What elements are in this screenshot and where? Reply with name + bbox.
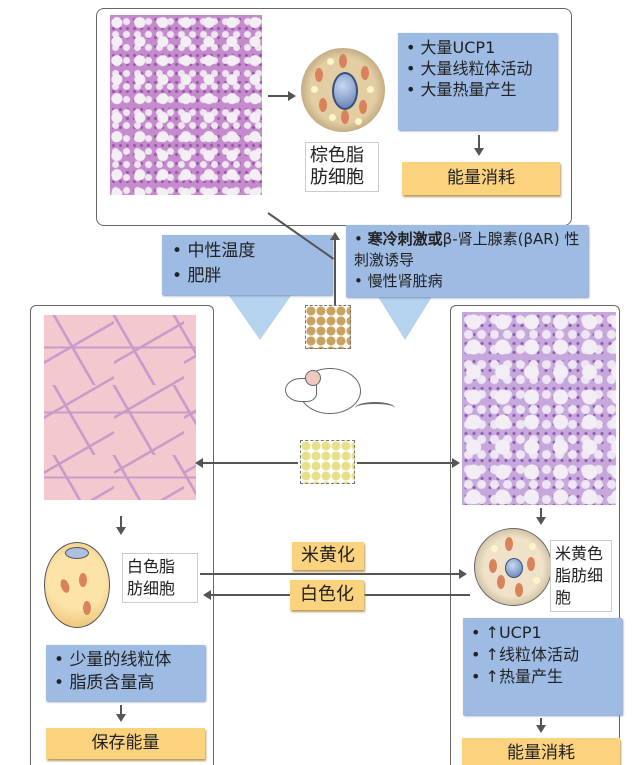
- label-line: 脂肪细: [555, 566, 604, 585]
- arrow-up-to-brown: [329, 232, 340, 305]
- right-pointer: [375, 292, 435, 340]
- brown-features-box: 大量UCP1 大量线粒体活动 大量热量产生: [398, 33, 557, 130]
- white-features-box: 少量的线粒体 脂质含量高: [46, 645, 205, 701]
- label-line: 肪细胞: [310, 167, 364, 188]
- white-adipocyte-icon: [44, 542, 110, 628]
- feature-item: 大量UCP1: [406, 37, 549, 58]
- white-fat-histology-image: [44, 315, 196, 500]
- feature-item: ↑UCP1: [471, 622, 614, 644]
- neutral-temp-conditions-box: 中性温度 肥胖: [162, 235, 332, 295]
- label-line: 肪细胞: [127, 579, 176, 598]
- arrow-down: [473, 135, 484, 156]
- brown-adipocyte-label: 棕色脂 肪细胞: [305, 142, 379, 192]
- arrow-down: [535, 508, 546, 525]
- brown-adipocyte-icon: [301, 48, 385, 132]
- white-fat-depot-icon: [300, 440, 355, 484]
- energy-storage-box: 保存能量: [46, 728, 205, 759]
- feature-item: 大量热量产生: [406, 79, 549, 100]
- energy-expenditure-box: 能量消耗: [402, 162, 560, 195]
- arrow-to-white-fat: [195, 457, 298, 468]
- feature-item: ↑热量产生: [471, 666, 614, 688]
- white-adipocyte-label: 白色脂 肪细胞: [122, 553, 198, 603]
- condition-text: β-肾上腺素(βAR) 性刺激诱导: [354, 230, 580, 269]
- arrow-to-beige-fat: [357, 457, 460, 468]
- feature-item: 少量的线粒体: [54, 649, 197, 672]
- condition-item: 肥胖: [172, 264, 324, 289]
- feature-item: 脂质含量高: [54, 672, 197, 695]
- brown-fat-histology-image: [110, 15, 262, 195]
- arrow-down: [535, 718, 546, 733]
- whitening-label: 白色化: [290, 580, 364, 610]
- arrow-right: [268, 90, 296, 101]
- browning-arrow: [200, 568, 467, 579]
- condition-bold: 寒冷刺激或: [367, 230, 443, 248]
- label-line: 胞: [555, 588, 572, 607]
- label-line: 棕色脂: [310, 145, 364, 166]
- arrow-down: [115, 516, 126, 535]
- browning-label: 米黄化: [292, 542, 364, 570]
- condition-item: 中性温度: [172, 239, 324, 264]
- condition-item: 慢性肾脏病: [354, 271, 580, 292]
- brown-fat-depot-icon: [305, 305, 351, 349]
- beige-adipocyte-label: 米黄色 脂肪细 胞: [550, 540, 612, 612]
- cold-stimulus-conditions-box: • 寒冷刺激或β-肾上腺素(βAR) 性刺激诱导 慢性肾脏病: [346, 225, 588, 297]
- beige-fat-histology-image: [462, 312, 616, 505]
- mouse-icon: [285, 362, 395, 417]
- beige-adipocyte-icon: [474, 528, 552, 606]
- arrow-down: [115, 705, 126, 722]
- energy-expenditure-box: 能量消耗: [462, 738, 620, 765]
- label-line: 米黄色: [555, 544, 604, 563]
- feature-item: ↑线粒体活动: [471, 644, 583, 666]
- left-pointer: [225, 290, 295, 340]
- beige-features-box: ↑UCP1 ↑线粒体活动 ↑热量产生: [463, 618, 622, 715]
- feature-item: 大量线粒体活动: [406, 58, 549, 79]
- label-line: 白色脂: [127, 557, 176, 576]
